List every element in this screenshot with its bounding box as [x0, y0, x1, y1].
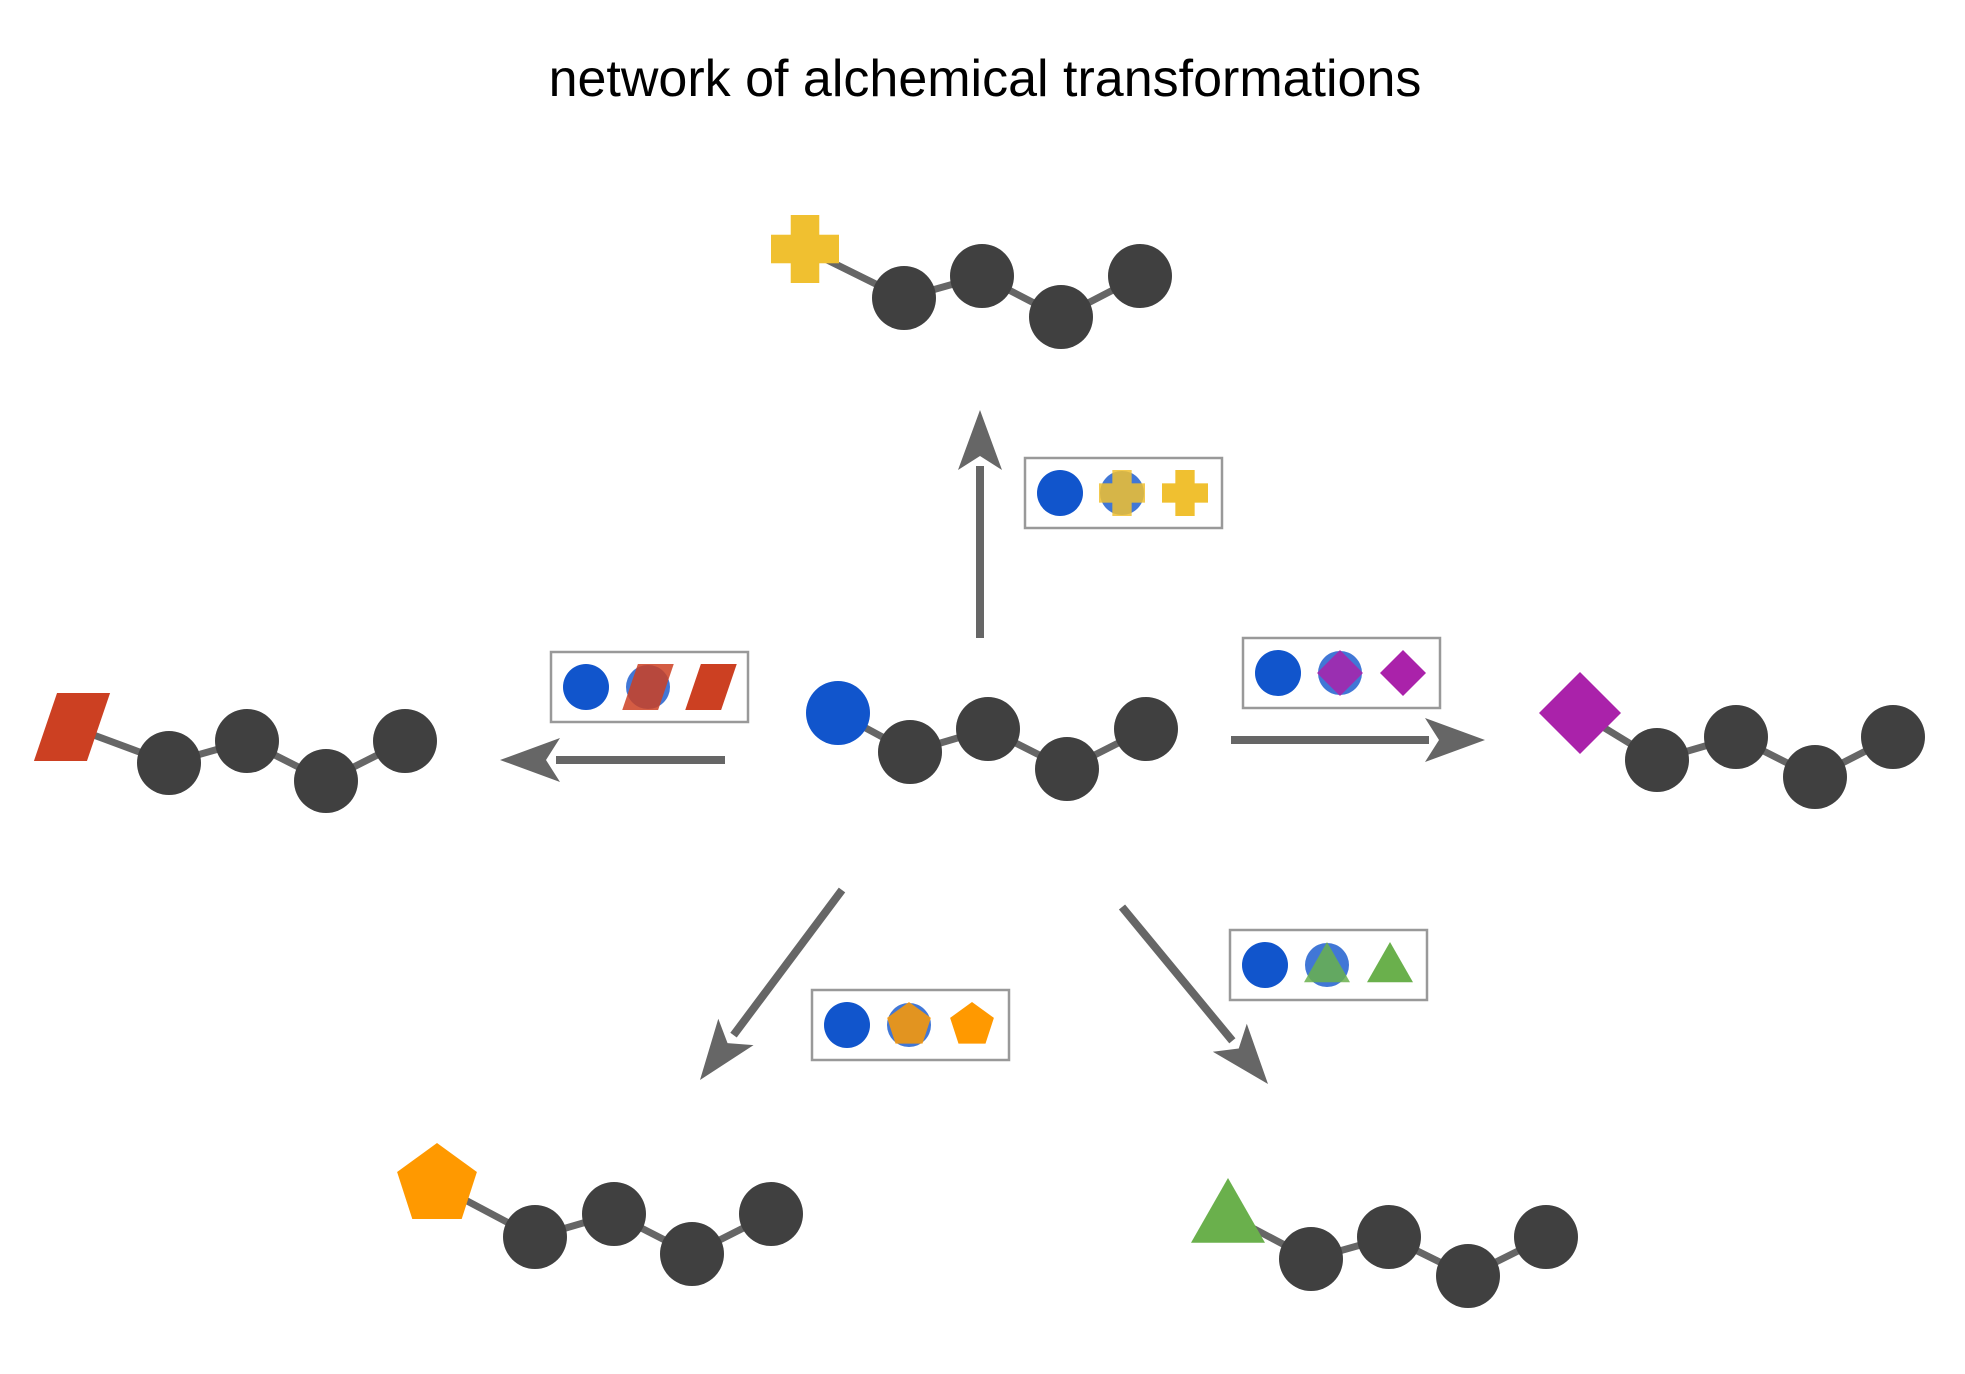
chain-bead — [1279, 1227, 1343, 1291]
molecule-right — [1539, 672, 1925, 809]
diagram-title: network of alchemical transformations — [549, 50, 1422, 108]
legend-target-parallelogram — [685, 664, 737, 710]
molecules — [33, 215, 1925, 1308]
legend-overlay-diamond — [1317, 650, 1363, 696]
chain-bead — [582, 1182, 646, 1246]
legend-target-pentagon — [950, 1002, 994, 1044]
chain-bead — [1861, 705, 1925, 769]
head-group-pentagon — [397, 1143, 477, 1219]
molecule-bottom-right — [1191, 1178, 1578, 1308]
chain-bead — [1514, 1205, 1578, 1269]
legend-overlay-triangle — [1304, 942, 1350, 983]
head-group-circle — [806, 681, 870, 745]
legend-target-diamond — [1380, 650, 1426, 696]
head-group-parallelogram — [33, 693, 111, 761]
chain-bead — [1436, 1244, 1500, 1308]
molecule-left — [33, 693, 437, 813]
chain-bead — [878, 720, 942, 784]
chain-bead — [215, 709, 279, 773]
chain-bead — [1357, 1205, 1421, 1269]
legend-overlay-pentagon — [887, 1002, 931, 1044]
chain-bead — [1114, 697, 1178, 761]
legend-reference-circle — [1242, 942, 1288, 988]
legend-reference-circle — [824, 1002, 870, 1048]
chain-bead — [137, 731, 201, 795]
arrow-to-right — [1231, 718, 1485, 762]
transformation-legends — [549, 456, 1442, 1062]
chain-bead — [739, 1182, 803, 1246]
chain-bead — [950, 244, 1014, 308]
head-group-diamond — [1539, 672, 1621, 754]
legend-box-left — [549, 650, 750, 724]
chain-bead — [294, 749, 358, 813]
chain-bead — [1108, 244, 1172, 308]
chain-bead — [373, 709, 437, 773]
chain-bead — [1783, 745, 1847, 809]
chain-bead — [503, 1205, 567, 1269]
legend-reference-circle — [1037, 470, 1083, 516]
molecule-top — [771, 215, 1172, 349]
head-group-plus — [771, 215, 839, 283]
arrow-to-bottom-right — [1118, 904, 1268, 1084]
legend-overlay-plus — [1099, 470, 1145, 516]
arrow-to-bottom-left — [700, 887, 846, 1080]
chain-bead — [1704, 705, 1768, 769]
chain-bead — [1035, 737, 1099, 801]
legend-box-top — [1023, 456, 1224, 530]
legend-box-right — [1241, 636, 1442, 710]
legend-target-triangle — [1367, 942, 1413, 983]
chain-bead — [872, 266, 936, 330]
legend-overlay-parallelogram — [622, 664, 674, 710]
head-group-triangle — [1191, 1178, 1265, 1243]
transformation-arrows — [500, 410, 1485, 1084]
legend-box-bottom-left — [810, 988, 1011, 1062]
legend-target-plus — [1162, 470, 1208, 516]
arrow-to-left — [500, 738, 725, 782]
molecule-bottom-left — [397, 1143, 803, 1286]
chain-bead — [1625, 728, 1689, 792]
molecule-center — [806, 681, 1178, 801]
legend-box-bottom-right — [1228, 928, 1429, 1002]
chain-bead — [956, 697, 1020, 761]
chain-bead — [660, 1222, 724, 1286]
chain-bead — [1029, 285, 1093, 349]
legend-reference-circle — [563, 664, 609, 710]
legend-reference-circle — [1255, 650, 1301, 696]
arrow-to-top — [958, 410, 1002, 638]
